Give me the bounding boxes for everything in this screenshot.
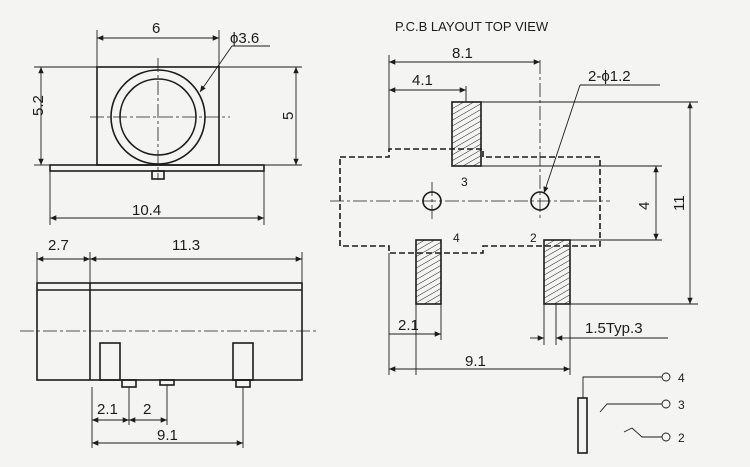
front-diameter-label: ϕ3.6 bbox=[230, 30, 259, 47]
schematic-terminal-2 bbox=[661, 432, 671, 442]
front-view: 6 ϕ3.6 5.2 5 10.4 bbox=[30, 20, 302, 225]
pcb-pin-4-label: 4 bbox=[453, 231, 460, 245]
side-left-label: 2.7 bbox=[48, 237, 69, 254]
pcb-holes-label: 2-ϕ1.2 bbox=[588, 68, 631, 85]
pcb-pin-2-label: 2 bbox=[530, 231, 537, 245]
front-base-width-label: 10.4 bbox=[132, 202, 161, 219]
pcb-span-label: 8.1 bbox=[452, 45, 473, 62]
side-pin-b-label: 2 bbox=[143, 401, 151, 418]
schematic-terminal-4 bbox=[661, 372, 671, 382]
front-width-label: 6 bbox=[152, 20, 160, 37]
side-total-label: 9.1 bbox=[157, 427, 178, 444]
schematic-terminal-3 bbox=[661, 399, 671, 409]
side-length-label: 11.3 bbox=[172, 237, 200, 254]
pcb-title: P.C.B LAYOUT TOP VIEW bbox=[395, 19, 549, 34]
pcb-pad-2 bbox=[543, 239, 571, 305]
schematic-sleeve bbox=[577, 397, 588, 454]
pcb-pad-width-label: 2.1 bbox=[398, 317, 419, 334]
pcb-pin-3-label: 3 bbox=[461, 175, 468, 189]
pcb-pitch-label: 4 bbox=[636, 202, 653, 210]
front-height-right-label: 5 bbox=[280, 112, 297, 120]
front-base-plate bbox=[49, 164, 265, 172]
pcb-offset-label: 4.1 bbox=[412, 72, 433, 89]
side-pin-a-label: 2.1 bbox=[97, 401, 118, 418]
side-view: 2.7 11.3 2.1 2 9.1 bbox=[20, 237, 318, 448]
pcb-height-label: 11 bbox=[671, 195, 688, 211]
jack-schematic: 4 3 2 bbox=[577, 371, 685, 454]
side-body bbox=[36, 282, 303, 381]
pcb-pad-typ-label: 1.5Typ.3 bbox=[585, 320, 643, 337]
schematic-pin4-label: 4 bbox=[678, 371, 685, 385]
pcb-pad-4 bbox=[415, 239, 442, 305]
pcb-total-label: 9.1 bbox=[465, 353, 486, 370]
schematic-pin3-label: 3 bbox=[678, 398, 685, 412]
schematic-pin2-label: 2 bbox=[678, 431, 685, 445]
front-pin bbox=[151, 170, 165, 180]
pcb-layout: P.C.B LAYOUT TOP VIEW 3 4 2 8.1 4.1 2-ϕ1… bbox=[330, 19, 698, 375]
pcb-pad-3 bbox=[451, 101, 482, 167]
front-height-left-label: 5.2 bbox=[30, 95, 47, 116]
